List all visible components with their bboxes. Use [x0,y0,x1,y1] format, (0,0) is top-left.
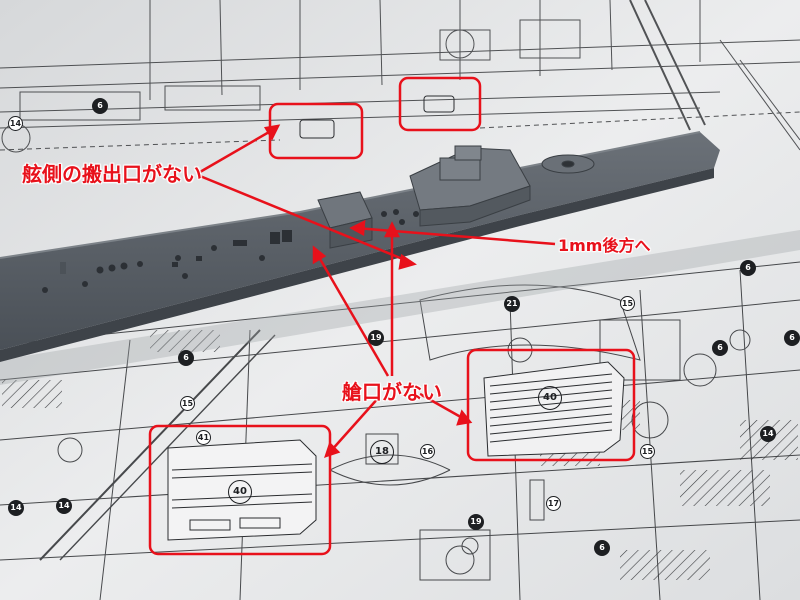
callout-number: 6 [92,98,108,114]
callout-number: 6 [594,540,610,556]
callout-number: 14 [8,500,24,516]
callout-number: 41 [196,430,211,445]
annotation-side-opening: 舷側の搬出口がない [22,162,202,186]
callout-number: 17 [546,496,561,511]
model-bow-bollard [60,262,66,274]
annotation-hatch: 艙口がない [342,380,442,404]
callout-number: 6 [178,350,194,366]
callout-number: 15 [640,444,655,459]
callout-number: 18 [370,440,394,464]
callout-number: 40 [228,480,252,504]
callout-number: 15 [180,396,195,411]
annotation-move-back: 1mm後方へ [558,236,651,255]
callout-number: 6 [784,330,800,346]
annotation-arrows [199,124,556,458]
callout-number: 16 [420,444,435,459]
blueprint-upper-drawing [0,0,800,153]
callout-number: 6 [740,260,756,276]
box-hatch-right [466,348,636,462]
callout-number: 14 [8,116,23,131]
side-opening-drawings [299,95,455,139]
callout-number: 40 [538,386,562,410]
box-side-opening-right [398,76,482,132]
model-deck-holes [42,209,419,293]
callout-number: 15 [620,296,635,311]
callout-number: 19 [368,330,384,346]
callout-number: 19 [468,514,484,530]
hull-shadow [0,230,800,385]
model-hull-side [0,168,714,362]
callout-number: 14 [56,498,72,514]
box-hatch-left [148,424,332,556]
callout-number: 6 [712,340,728,356]
callout-number: 14 [760,426,776,442]
model-superstructure [317,145,595,249]
callout-number: 21 [504,296,520,312]
